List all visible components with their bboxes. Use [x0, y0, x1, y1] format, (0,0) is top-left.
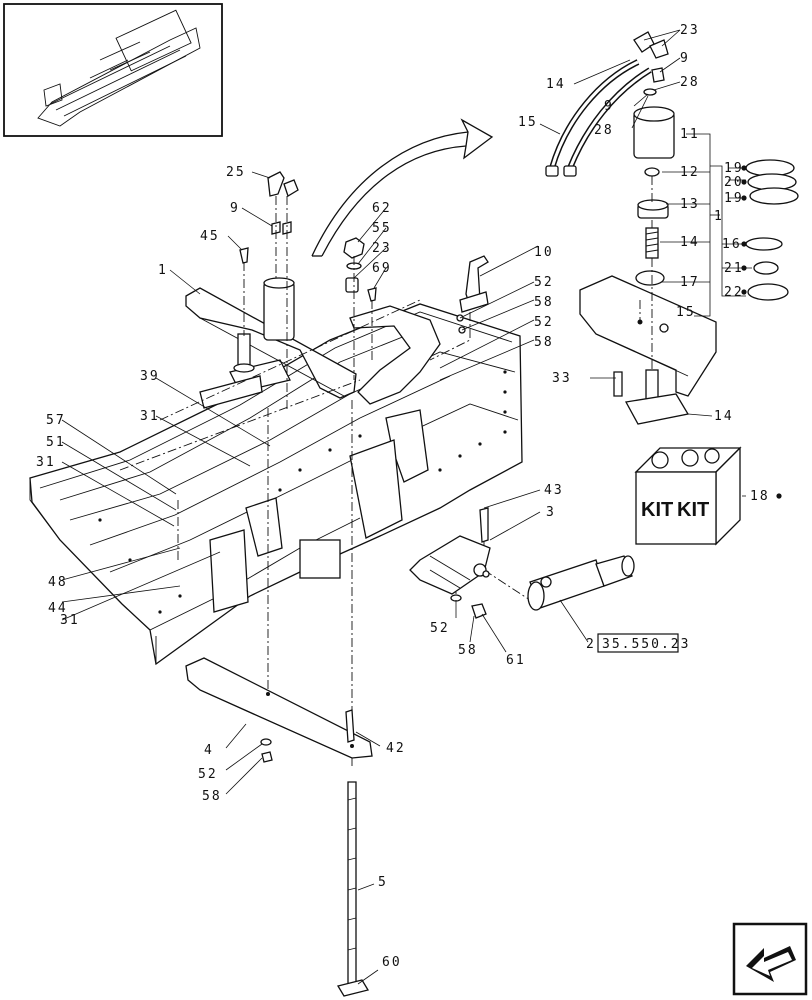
label-31: 31 [36, 455, 56, 470]
kit-text-left: KIT [641, 499, 673, 521]
label-57: 57 [46, 413, 66, 428]
label-51: 51 [46, 435, 66, 450]
lower-support-4 [185, 657, 373, 766]
label-52: 52 [198, 767, 218, 782]
label-17: 17 [680, 275, 700, 290]
label-39: 39 [140, 369, 160, 384]
label-58: 58 [534, 295, 554, 310]
upper-cross-member [185, 277, 441, 405]
label-21: 21 [724, 261, 744, 276]
label-4: 4 [204, 743, 214, 758]
label-55: 55 [372, 221, 392, 236]
bracket-10 [459, 255, 489, 313]
label-16: 16 [722, 237, 742, 252]
label-52: 52 [534, 275, 554, 290]
label-12: 12 [680, 165, 700, 180]
chassis-frame [29, 303, 523, 666]
label-10: 10 [534, 245, 554, 260]
reference-box-frame[interactable] [597, 633, 679, 653]
label-43: 43 [544, 483, 564, 498]
label-18: 18 [750, 489, 770, 504]
label-62: 62 [372, 201, 392, 216]
label-58: 58 [534, 335, 554, 350]
label-20: 20 [724, 175, 744, 190]
label-19: 19 [724, 161, 744, 176]
label-1: 1 [158, 263, 168, 278]
label-14: 14 [546, 77, 566, 92]
label-28: 28 [594, 123, 614, 138]
label-22: 22 [724, 285, 744, 300]
label-23: 23 [680, 23, 700, 38]
label-52: 52 [430, 621, 450, 636]
cylinder-stack [579, 106, 717, 425]
label-19: 19 [724, 191, 744, 206]
label-60: 60 [382, 955, 402, 970]
label-45: 45 [200, 229, 220, 244]
kit-box[interactable]: KIT KIT [634, 446, 742, 546]
label-44: 44 [48, 601, 68, 616]
transfer-arrow [311, 118, 494, 257]
leader-lines [61, 29, 746, 985]
label-14: 14 [714, 409, 734, 424]
return-arrow-icon[interactable] [732, 922, 808, 996]
label-9: 9 [604, 99, 614, 114]
seal-rings [745, 159, 799, 301]
label-42: 42 [386, 741, 406, 756]
label-15: 15 [676, 305, 696, 320]
label-31: 31 [140, 409, 160, 424]
hydraulic-hoses [545, 31, 669, 177]
label-9: 9 [230, 201, 240, 216]
reference-box-text: 35.550.23 [602, 637, 690, 652]
label-13: 13 [680, 197, 700, 212]
label-1: 1 [714, 209, 724, 224]
hardware-top [239, 171, 466, 334]
label-48: 48 [48, 575, 68, 590]
overview-thumbnail[interactable] [3, 3, 223, 137]
label-69: 69 [372, 261, 392, 276]
hydraulic-cylinder-2 [527, 555, 635, 611]
label-28: 28 [680, 75, 700, 90]
label-33: 33 [552, 371, 572, 386]
label-23: 23 [372, 241, 392, 256]
label-31: 31 [60, 613, 80, 628]
label-9: 9 [680, 51, 690, 66]
alignment-lines [119, 196, 531, 746]
label-11: 11 [680, 127, 700, 142]
kit-text-right: KIT [677, 499, 709, 521]
support-rod-5 [336, 781, 370, 997]
label-15: 15 [518, 115, 538, 130]
part-labels: 25 9 45 1 62 55 23 69 10 52 58 52 58 39 … [36, 23, 770, 970]
label-2: 2 [586, 637, 596, 652]
label-58: 58 [202, 789, 222, 804]
label-61: 61 [506, 653, 526, 668]
label-58: 58 [458, 643, 478, 658]
label-25: 25 [226, 165, 246, 180]
label-3: 3 [546, 505, 556, 520]
lower-bracket-3 [409, 507, 491, 619]
kit-marker-dots [741, 165, 782, 499]
label-5: 5 [378, 875, 388, 890]
group-bracket [660, 133, 752, 317]
label-14: 14 [680, 235, 700, 250]
label-52: 52 [534, 315, 554, 330]
